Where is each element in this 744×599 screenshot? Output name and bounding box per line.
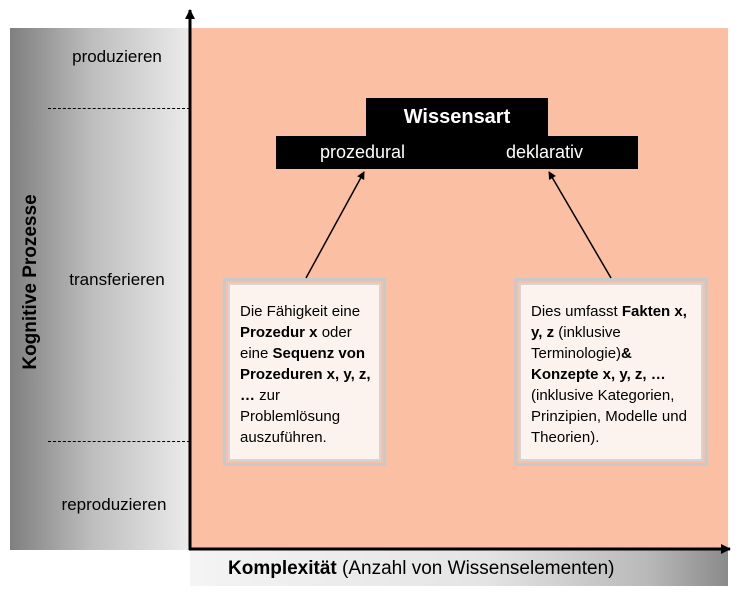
box-deklarativ-t2: (inklusive Terminologie) <box>531 324 622 362</box>
y-axis-band <box>10 28 190 550</box>
box-prozedural-b2: Sequenz von Prozeduren x, y, z, … <box>240 345 371 404</box>
box-deklarativ-t1: Dies umfasst <box>531 303 622 320</box>
box-prozedural-text: Die Fähigkeit eine Prozedur x oder eine … <box>240 301 371 448</box>
box-deklarativ-b2: & Konzepte x, y, z, … <box>531 345 666 383</box>
wissensart-deklarativ: deklarativ <box>506 142 584 162</box>
box-prozedural-t2: oder eine <box>240 324 352 362</box>
wissensart-bar: prozedural deklarativ <box>276 136 638 169</box>
box-prozedural-t3: zur Problemlösung auszuführen. <box>240 387 341 446</box>
dashed-separator-lower <box>48 441 190 442</box>
box-deklarativ-b1: Fakten x, y, z <box>531 303 687 341</box>
box-deklarativ-text: Dies umfasst Fakten x, y, z (inklusive T… <box>531 301 693 448</box>
wissensart-prozedural: prozedural <box>320 142 406 162</box>
arrow-deklarativ <box>548 171 612 279</box>
x-axis-title: Komplexität (Anzahl von Wissenselementen… <box>228 558 615 580</box>
level-produzieren: produzieren <box>72 47 162 66</box>
x-axis-title-bold: Komplexität <box>228 558 337 579</box>
x-axis-title-rest: (Anzahl von Wissenselementen) <box>336 558 615 579</box>
x-axis-band <box>190 550 728 586</box>
box-deklarativ-t3: (inklusive Kategorien, Prinzipien, Model… <box>531 387 687 446</box>
arrow-prozedural <box>305 171 365 279</box>
box-deklarativ: Dies umfasst Fakten x, y, z (inklusive T… <box>514 278 708 466</box>
box-prozedural: Die Fähigkeit eine Prozedur x oder eine … <box>223 278 386 466</box>
box-prozedural-b1: Prozedur x <box>240 324 318 341</box>
wissensart-title: Wissensart <box>366 98 548 136</box>
dashed-separator-upper <box>48 108 190 109</box>
box-prozedural-t1: Die Fähigkeit eine <box>240 303 361 320</box>
level-transferieren: transferieren <box>69 270 165 289</box>
level-reproduzieren: reproduzieren <box>61 495 167 514</box>
